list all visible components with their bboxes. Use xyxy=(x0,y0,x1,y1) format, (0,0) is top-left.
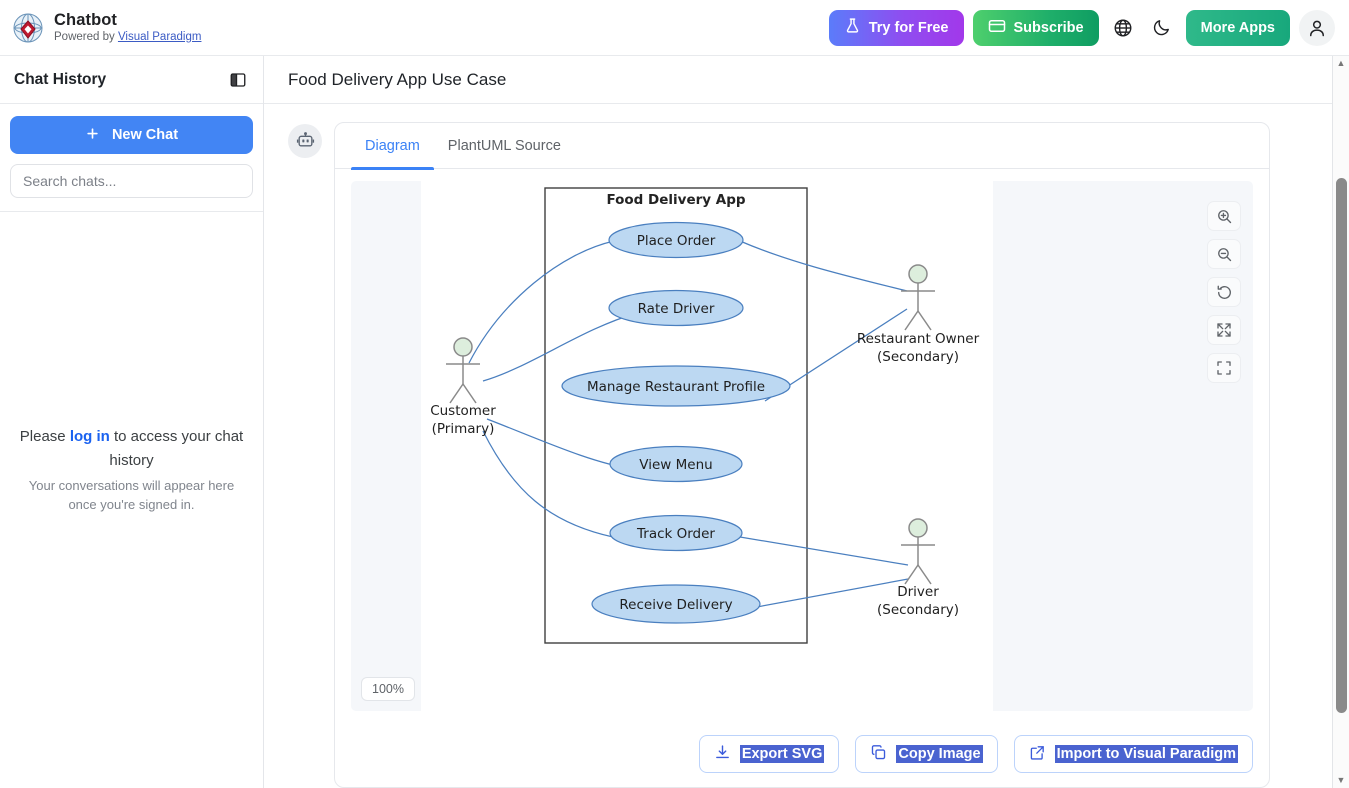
fullscreen-icon[interactable] xyxy=(1207,353,1241,383)
globe-icon[interactable] xyxy=(1108,13,1138,43)
app-header: Chatbot Powered by Visual Paradigm Try f… xyxy=(0,0,1349,56)
scroll-up-arrow[interactable]: ▲ xyxy=(1336,58,1346,68)
use-case-label: Place Order xyxy=(637,233,716,249)
login-prompt: Please log in to access your chat histor… xyxy=(16,425,247,472)
system-boundary-box xyxy=(544,187,808,644)
fit-screen-icon[interactable] xyxy=(1207,315,1241,345)
zoom-level-badge: 100% xyxy=(361,677,415,701)
diagram-card: Diagram PlantUML Source Food Delivery Ap… xyxy=(334,122,1270,788)
copy-image-label: Copy Image xyxy=(896,745,983,763)
use-case-track-order[interactable]: Track Order xyxy=(609,514,743,552)
brand: Chatbot Powered by Visual Paradigm xyxy=(12,11,201,45)
conversation-area: Diagram PlantUML Source Food Delivery Ap… xyxy=(264,104,1332,788)
actor-customer[interactable]: Customer (Primary) xyxy=(430,337,496,437)
header-actions: Try for Free Subscribe More Apps xyxy=(828,9,1335,46)
page-title: Food Delivery App Use Case xyxy=(288,69,507,89)
use-case-rate-driver[interactable]: Rate Driver xyxy=(608,289,744,327)
visual-paradigm-globe-logo xyxy=(12,12,44,44)
plus-icon xyxy=(85,126,100,145)
try-for-free-label: Try for Free xyxy=(868,19,949,36)
actor-name: Restaurant Owner xyxy=(857,331,980,347)
card-tabs: Diagram PlantUML Source xyxy=(335,123,1269,170)
use-case-nodes: Place Order Rate Driver Manage Restauran… xyxy=(561,221,791,624)
card-action-bar: Export SVG Copy Image xyxy=(335,725,1269,787)
zoom-toolbar xyxy=(1207,201,1241,383)
tab-plantuml-source[interactable]: PlantUML Source xyxy=(434,123,575,169)
download-icon xyxy=(714,744,731,764)
robot-icon xyxy=(288,124,322,158)
actor-role: (Secondary) xyxy=(877,349,959,365)
brand-title: Chatbot xyxy=(54,10,118,29)
use-case-manage-restaurant-profile[interactable]: Manage Restaurant Profile xyxy=(561,365,791,407)
new-chat-button[interactable]: New Chat xyxy=(10,116,253,154)
moon-icon[interactable] xyxy=(1147,13,1177,43)
sidebar-title: Chat History xyxy=(14,70,107,88)
chat-history-sidebar: Chat History New Chat xyxy=(0,56,264,788)
sidebar-header: Chat History xyxy=(0,56,263,104)
search-chats-input[interactable] xyxy=(10,164,253,198)
copy-image-button[interactable]: Copy Image xyxy=(855,735,998,773)
use-case-place-order[interactable]: Place Order xyxy=(608,221,744,259)
more-apps-button[interactable]: More Apps xyxy=(1185,9,1290,46)
new-chat-label: New Chat xyxy=(111,127,179,143)
actor-restaurant-owner[interactable]: Restaurant Owner (Secondary) xyxy=(857,264,980,365)
diagram-canvas-wrapper: Food Delivery App xyxy=(335,169,1269,725)
actor-role: (Primary) xyxy=(432,421,495,437)
export-svg-button[interactable]: Export SVG xyxy=(698,735,840,773)
use-case-receive-delivery[interactable]: Receive Delivery xyxy=(591,584,761,624)
subscribe-button[interactable]: Subscribe xyxy=(972,9,1099,46)
scroll-down-arrow[interactable]: ▼ xyxy=(1336,775,1346,785)
use-case-label: Receive Delivery xyxy=(619,597,732,613)
use-case-diagram: Food Delivery App xyxy=(430,187,980,644)
actor-driver[interactable]: Driver (Secondary) xyxy=(877,518,959,618)
login-prompt-suffix: to access your chat history xyxy=(109,428,244,469)
use-case-label: Rate Driver xyxy=(638,301,715,317)
flask-icon xyxy=(844,17,861,38)
actor-role: (Secondary) xyxy=(877,602,959,618)
association-lines xyxy=(468,240,909,610)
brand-powered-by: Powered by Visual Paradigm xyxy=(54,30,201,44)
login-prompt-prefix: Please xyxy=(19,428,70,446)
powered-by-prefix: Powered by xyxy=(54,31,118,44)
export-svg-label: Export SVG xyxy=(739,745,825,763)
login-prompt-subtext: Your conversations will appear here once… xyxy=(28,477,235,513)
zoom-out-icon[interactable] xyxy=(1207,239,1241,269)
app-body: Chat History New Chat xyxy=(0,56,1349,788)
import-to-visual-paradigm-label: Import to Visual Paradigm xyxy=(1054,745,1238,763)
sidebar-empty-state: Please log in to access your chat histor… xyxy=(0,212,263,788)
credit-card-icon xyxy=(988,17,1006,39)
use-case-label: Track Order xyxy=(636,526,715,542)
zoom-in-icon[interactable] xyxy=(1207,201,1241,231)
actor-name: Customer xyxy=(430,403,496,419)
diagram-surface[interactable]: Food Delivery App xyxy=(421,181,993,711)
panel-collapse-icon[interactable] xyxy=(225,67,251,93)
page-scrollbar[interactable]: ▲ ▼ xyxy=(1332,56,1349,788)
main-content: Food Delivery App Use Case Diagram Plant… xyxy=(264,56,1332,788)
main-header: Food Delivery App Use Case xyxy=(264,56,1332,104)
external-link-icon xyxy=(1029,744,1046,764)
scrollbar-thumb[interactable] xyxy=(1336,178,1347,713)
reset-view-icon[interactable] xyxy=(1207,277,1241,307)
more-apps-label: More Apps xyxy=(1200,19,1275,36)
copy-icon xyxy=(870,744,887,764)
visual-paradigm-link[interactable]: Visual Paradigm xyxy=(117,31,202,44)
diagram-canvas[interactable]: Food Delivery App xyxy=(351,181,1253,711)
use-case-label: View Menu xyxy=(639,457,712,473)
use-case-label: Manage Restaurant Profile xyxy=(587,379,765,395)
tab-diagram[interactable]: Diagram xyxy=(351,123,434,170)
search-chats-wrapper xyxy=(10,164,253,198)
user-avatar-icon[interactable] xyxy=(1299,9,1335,46)
log-in-link[interactable]: log in xyxy=(69,428,110,446)
actor-name: Driver xyxy=(897,584,939,600)
scrollbar-track[interactable] xyxy=(1333,68,1349,776)
subscribe-label: Subscribe xyxy=(1013,19,1084,36)
sidebar-controls: New Chat xyxy=(0,104,263,212)
import-to-visual-paradigm-button[interactable]: Import to Visual Paradigm xyxy=(1013,735,1253,773)
use-case-view-menu[interactable]: View Menu xyxy=(609,445,743,483)
system-boundary-label: Food Delivery App xyxy=(606,192,745,208)
try-for-free-button[interactable]: Try for Free xyxy=(828,9,964,46)
